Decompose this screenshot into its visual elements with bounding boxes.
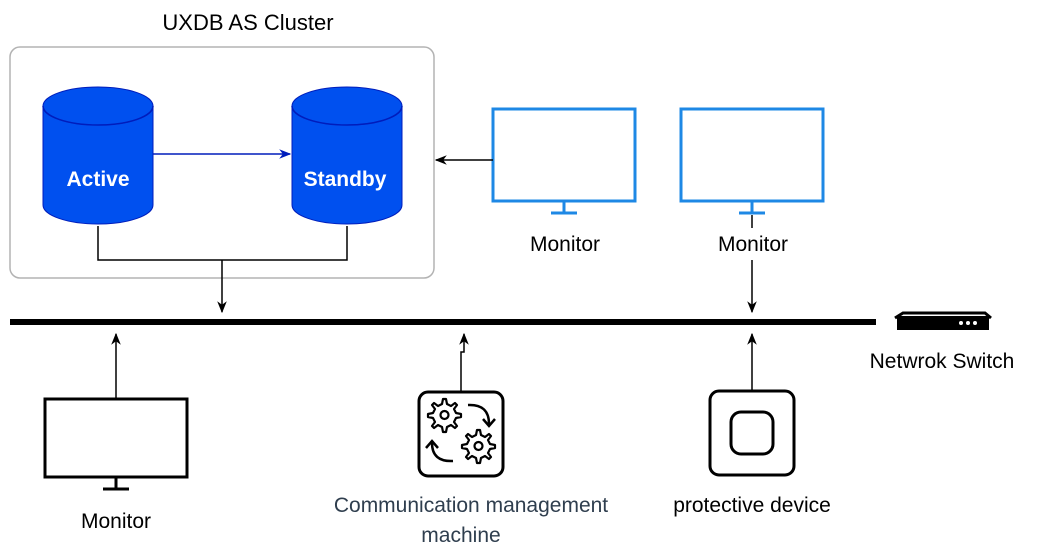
communication-machine-icon[interactable] bbox=[417, 390, 505, 478]
active-database-label: Active bbox=[66, 168, 129, 191]
network-switch-icon[interactable] bbox=[894, 311, 992, 330]
monitor-bottom-label: Monitor bbox=[81, 510, 151, 533]
communication-machine-label-line1: Communication management bbox=[334, 494, 608, 517]
standby-database-icon[interactable] bbox=[291, 86, 403, 225]
communication-machine-label-line2: machine bbox=[421, 524, 500, 547]
active-database-icon[interactable] bbox=[42, 86, 154, 225]
communication-machine-to-switch-arrow bbox=[459, 332, 469, 392]
monitor-top-left-label: Monitor bbox=[530, 233, 600, 256]
cluster-title: UXDB AS Cluster bbox=[162, 10, 333, 35]
protective-device-icon[interactable] bbox=[708, 389, 796, 477]
monitor-top-right-label: Monitor bbox=[718, 233, 788, 256]
network-switch-label: Netwrok Switch bbox=[870, 350, 1015, 373]
monitor-top-right-icon[interactable] bbox=[679, 107, 825, 215]
standby-database-label: Standby bbox=[304, 168, 387, 191]
monitor-top-left-icon[interactable] bbox=[491, 107, 637, 215]
protective-device-label: protective device bbox=[673, 494, 831, 517]
monitor-bottom-icon[interactable] bbox=[43, 397, 189, 491]
